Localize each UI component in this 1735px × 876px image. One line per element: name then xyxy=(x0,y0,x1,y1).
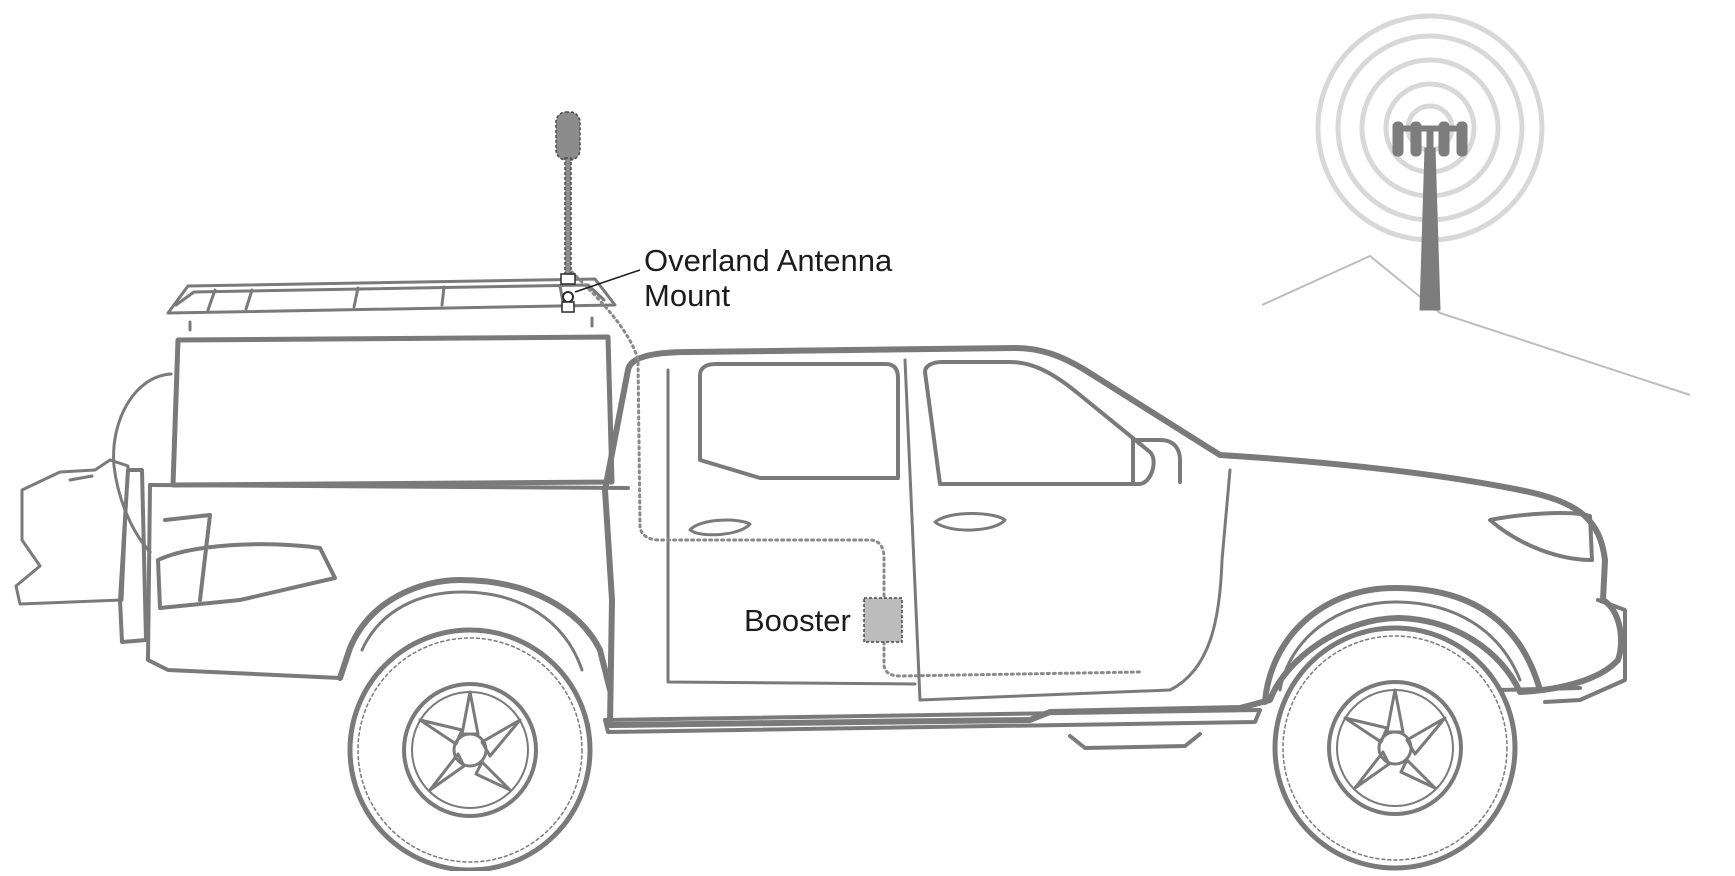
camper-shell xyxy=(173,337,612,485)
cab-windows xyxy=(700,362,1180,484)
truck-bed-rear xyxy=(120,470,628,678)
booster-icon xyxy=(864,598,902,642)
roof-rack xyxy=(168,279,615,330)
jerry-can xyxy=(16,460,128,604)
booster-label: Booster xyxy=(744,603,851,638)
truck xyxy=(16,279,1625,870)
hills xyxy=(1262,256,1690,395)
rear-wheel xyxy=(350,630,590,870)
antenna-mount-label-line2: Mount xyxy=(644,278,731,313)
antenna-mount-label-line1: Overland Antenna xyxy=(644,243,893,278)
antenna-cable xyxy=(572,272,1140,676)
cell-tower-icon xyxy=(1318,16,1542,310)
antenna-mount-leader xyxy=(575,270,640,292)
antenna-icon xyxy=(556,112,580,312)
truck-body xyxy=(340,348,1621,725)
front-wheel xyxy=(1275,628,1515,868)
running-board xyxy=(605,710,1260,748)
